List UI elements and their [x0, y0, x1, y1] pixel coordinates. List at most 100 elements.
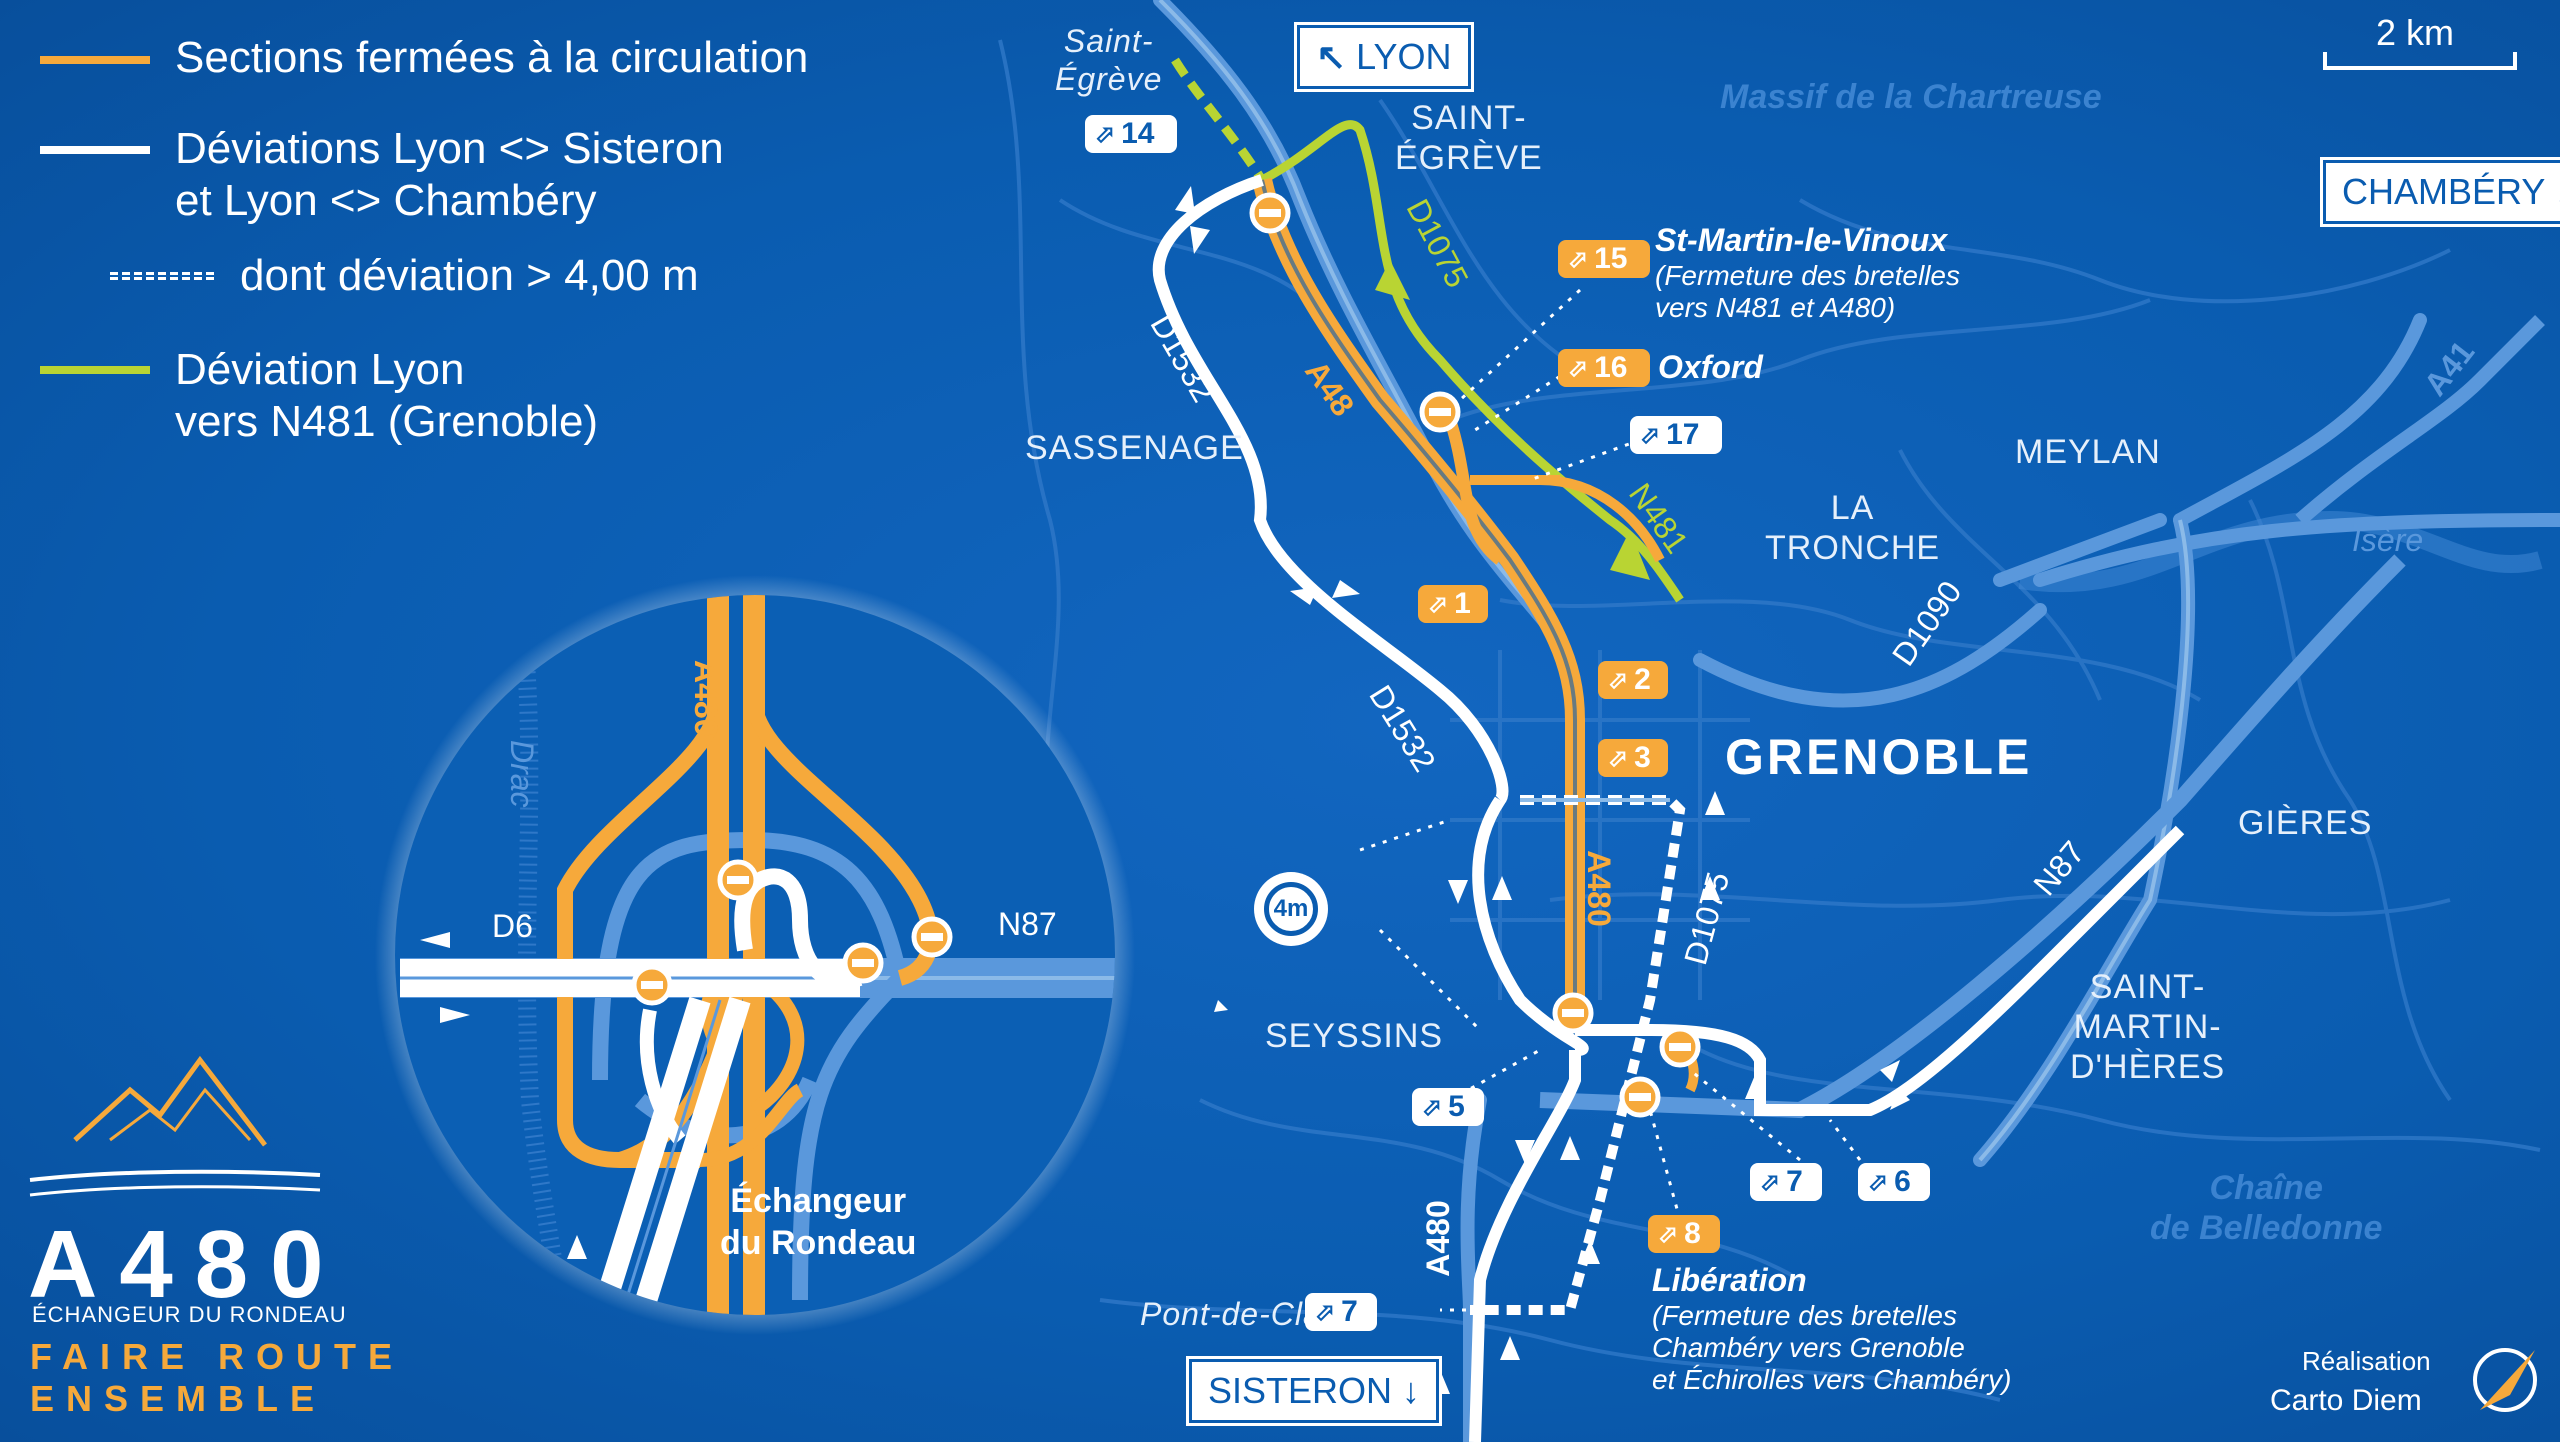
n87-road — [1539, 554, 2406, 1119]
exit-icon: ⬀ — [1608, 744, 1629, 772]
exit-icon: ⬀ — [1658, 1220, 1679, 1248]
inset-map — [400, 595, 1115, 1315]
place-massif-chartreuse: Massif de la Chartreuse — [1720, 78, 2102, 116]
legend-height: dont déviation > 4,00 m — [240, 251, 699, 300]
note-oxford: Oxford — [1658, 349, 1763, 385]
closure-icon — [1249, 192, 1291, 234]
exit-6: ⬀6 — [1858, 1163, 1930, 1201]
exit-icon: ⬀ — [1760, 1168, 1781, 1196]
white-detour-d1532b — [1472, 796, 1589, 1056]
logo-swoosh — [29, 1185, 321, 1197]
closed-ramp — [1539, 475, 1665, 563]
a41-road — [2295, 315, 2545, 526]
arrow-up-right-icon: ↗ — [2555, 171, 2560, 213]
exit-17: ⬀17 — [1630, 416, 1722, 454]
note-liberation-body: (Fermeture des bretelles Chambéry vers G… — [1652, 1300, 2012, 1395]
height-limit-sign: 4m — [1254, 872, 1328, 946]
place-isere: Isère — [2352, 522, 2424, 558]
note-stmartin-title: St-Martin-le-Vinoux — [1655, 222, 1948, 258]
white-detour-south — [1469, 1050, 1581, 1442]
white-detour-d1075 — [1575, 825, 2185, 1116]
legend-detour-1: Déviations Lyon <> Sisteron — [175, 124, 724, 173]
green-detour-dashed — [1171, 57, 1266, 183]
road-label-a480-orange: A480 — [1580, 850, 1617, 927]
green-arrow — [1610, 530, 1650, 580]
closure-icon — [1419, 391, 1461, 433]
place-meylan: MEYLAN — [2015, 433, 2161, 471]
closure-icon — [717, 859, 759, 901]
place-sassenage: SASSENAGE — [1025, 429, 1244, 467]
sign-chambery: CHAMBÉRY ↗ — [2323, 160, 2560, 224]
exit-3: ⬀3 — [1598, 739, 1668, 777]
exit-icon: ⬀ — [1315, 1298, 1336, 1326]
legend-detour-2: et Lyon <> Chambéry — [175, 176, 597, 225]
place-la-tronche: LA TRONCHE — [1765, 489, 1941, 567]
place-saint-egreve: SAINT- ÉGRÈVE — [1395, 99, 1543, 177]
scale-bar — [2323, 52, 2517, 70]
inset-label-a480: A480 — [688, 660, 724, 737]
brand-subtitle: ÉCHANGEUR DU RONDEAU — [32, 1302, 347, 1327]
brand-slogan-1: FAIRE ROUTE — [30, 1336, 405, 1377]
inset-label-n87: N87 — [998, 906, 1057, 942]
place-gieres: GIÈRES — [2238, 804, 2373, 842]
closure-icon — [631, 964, 673, 1006]
exit-icon: ⬀ — [1608, 666, 1629, 694]
closure-icon — [911, 916, 953, 958]
leader-lines — [1359, 288, 1862, 1312]
brand-name: A480 — [28, 1211, 346, 1318]
exit-7-south: ⬀7 — [1305, 1293, 1377, 1331]
exit-7-east: ⬀7 — [1750, 1163, 1822, 1201]
inset-label-drac: Drac — [504, 740, 540, 808]
closure-icon — [1619, 1076, 1661, 1118]
legend-green-2: vers N481 (Grenoble) — [175, 397, 599, 446]
compass-icon — [2473, 1348, 2537, 1412]
exit-icon: ⬀ — [1868, 1168, 1889, 1196]
closed-ramp — [1444, 418, 1504, 565]
exit-icon: ⬀ — [1568, 245, 1589, 273]
legend-green-1: Déviation Lyon — [175, 345, 465, 394]
background-roads — [998, 39, 2541, 1402]
green-arrow — [1375, 260, 1410, 300]
mountain-logo — [73, 1055, 267, 1147]
exit-14: ⬀14 — [1085, 115, 1177, 153]
note-liberation-title: Libération — [1652, 1262, 1807, 1298]
inset-title: Échangeur du Rondeau — [720, 1182, 917, 1262]
exit-5: ⬀5 — [1412, 1088, 1484, 1126]
closure-markers — [1249, 192, 1701, 1118]
green-detour — [1259, 120, 1684, 603]
inset-label-d6: D6 — [492, 908, 533, 944]
exit-2: ⬀2 — [1598, 661, 1668, 699]
place-smh: SAINT- MARTIN- D'HÈRES — [2070, 968, 2226, 1086]
exit-8: ⬀8 — [1648, 1215, 1720, 1253]
exit-icon: ⬀ — [1640, 421, 1661, 449]
place-grenoble: GRENOBLE — [1725, 729, 2033, 785]
sign-lyon: ↖ LYON — [1297, 25, 1471, 89]
closure-icon — [1659, 1026, 1701, 1068]
closure-icon — [1552, 992, 1594, 1034]
brand-slogan-2: ENSEMBLE — [30, 1378, 327, 1419]
exit-icon: ⬀ — [1568, 354, 1589, 382]
closure-icon — [842, 942, 884, 984]
place-saint-egreve-small: Saint- Égrève — [1055, 23, 1163, 97]
scale-label: 2 km — [2376, 12, 2455, 53]
exit-16: ⬀16 — [1558, 349, 1650, 387]
detour-arrows — [1175, 186, 1910, 1394]
arrow-up-left-icon: ↖ — [1316, 36, 1347, 77]
legend-closed: Sections fermées à la circulation — [175, 33, 809, 82]
exit-icon: ⬀ — [1422, 1093, 1443, 1121]
white-detour-d1532 — [1152, 174, 1509, 805]
arrow-down-icon: ↓ — [1402, 1370, 1421, 1411]
credit-line2: Carto Diem — [2270, 1384, 2422, 1417]
place-seyssins: SEYSSINS — [1265, 1017, 1444, 1055]
exit-15: ⬀15 — [1558, 240, 1650, 278]
sign-sisteron: SISTERON ↓ — [1188, 1359, 1440, 1423]
place-belledonne: Chaîne de Belledonne — [2150, 1169, 2383, 1247]
credit-line1: Réalisation — [2302, 1346, 2431, 1376]
note-stmartin-body: (Fermeture des bretelles vers N481 et A4… — [1655, 260, 1961, 323]
exit-icon: ⬀ — [1428, 590, 1449, 618]
road-label-a480-south: A480 — [1419, 1200, 1456, 1277]
exit-icon: ⬀ — [1095, 120, 1116, 148]
exit-1: ⬀1 — [1418, 585, 1488, 623]
